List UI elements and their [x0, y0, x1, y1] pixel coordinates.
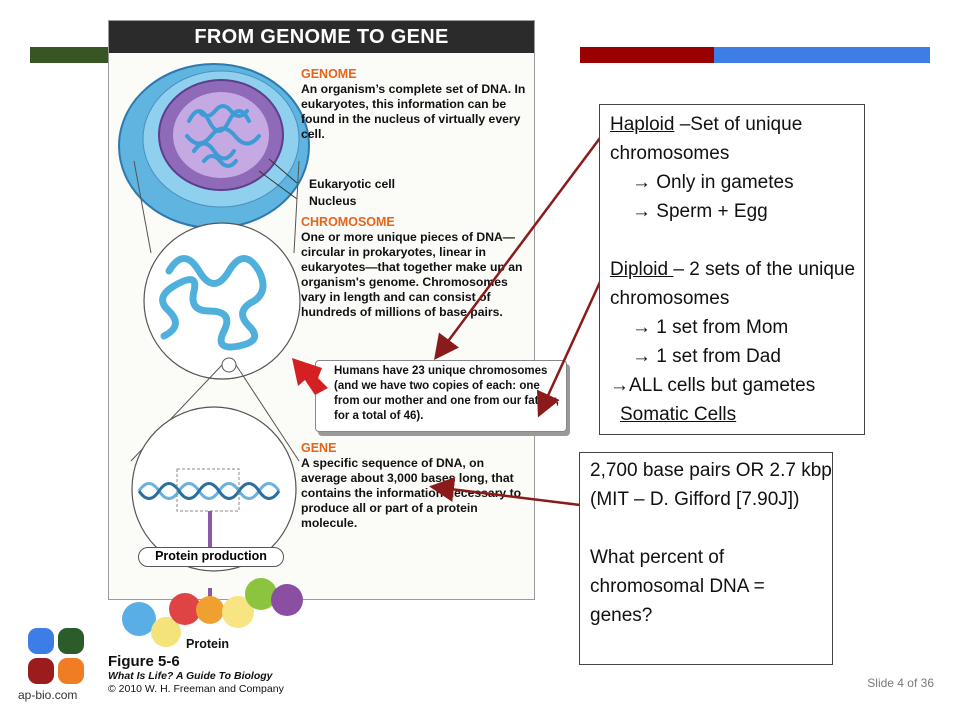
protein-label: Protein — [186, 637, 230, 651]
chromosome-text: One or more unique pieces of DNA—circula… — [301, 230, 523, 319]
chromosome-description: CHROMOSOME One or more unique pieces of … — [301, 215, 533, 320]
protein-ball-icon — [122, 602, 156, 636]
diploid-bullet-2: → 1 set from Dad — [632, 346, 781, 367]
arrow-icon: → — [632, 317, 657, 338]
caption-book: What Is Life? A Guide To Biology — [108, 670, 273, 682]
base-pairs-box: 2,700 base pairs OR 2.7 kbp (MIT – D. Gi… — [579, 452, 833, 665]
somatic-cells: Somatic Cells — [620, 404, 737, 425]
haploid-bullet-2: → Sperm + Egg — [632, 201, 768, 222]
base-pairs-text: 2,700 base pairs OR 2.7 kbp (MIT – D. Gi… — [590, 460, 832, 510]
accent-bar-blue — [714, 47, 930, 63]
ap-bio-logo-icon — [28, 628, 84, 684]
arrow-icon: → — [632, 172, 657, 193]
chromosome-heading: CHROMOSOME — [301, 215, 395, 229]
genome-text: An organism’s complete set of DNA. In eu… — [301, 82, 526, 141]
gene-illustration — [131, 406, 297, 572]
nucleus-label: Nucleus — [309, 194, 357, 208]
diploid-bullet-3: →ALL cells but gametes — [610, 375, 816, 396]
genome-heading: GENOME — [301, 67, 357, 81]
gene-description: GENE A specific sequence of DNA, on aver… — [301, 441, 533, 531]
haploid-definition: Haploid –Set of unique chromosomes — [610, 114, 803, 164]
haploid-diploid-box: Haploid –Set of unique chromosomes → Onl… — [599, 104, 865, 435]
diploid-term: Diploid — [610, 259, 674, 280]
protein-production-label: Protein production — [138, 547, 284, 567]
percent-question: What percent of chromosomal DNA = genes? — [590, 547, 765, 626]
haploid-term: Haploid — [610, 114, 675, 135]
arrow-icon: → — [632, 346, 657, 367]
genome-description: GENOME An organism’s complete set of DNA… — [301, 67, 531, 142]
humans-chromosome-callout: Humans have 23 unique chromosomes (and w… — [315, 360, 567, 432]
diploid-bullet-1: → 1 set from Mom — [632, 317, 789, 338]
figure-illustration — [118, 63, 310, 599]
eukaryotic-cell-label: Eukaryotic cell — [309, 177, 396, 191]
caption-copyright: © 2010 W. H. Freeman and Company — [108, 683, 284, 695]
diploid-definition: Diploid – 2 sets of the unique chromosom… — [610, 259, 856, 309]
logo-text: ap-bio.com — [18, 688, 78, 702]
chromosome-illustration — [143, 222, 301, 380]
genome-figure: FROM GENOME TO GENE GENOME An organism’s… — [108, 20, 535, 600]
slide-number: Slide 4 of 36 — [867, 676, 934, 690]
caption-title: Figure 5-6 — [108, 653, 180, 670]
accent-bar-green — [30, 47, 108, 63]
figure-title: FROM GENOME TO GENE — [109, 21, 534, 53]
gene-text: A specific sequence of DNA, on average a… — [301, 456, 522, 530]
figure-caption: Figure 5-6 What Is Life? A Guide To Biol… — [108, 653, 284, 696]
gene-heading: GENE — [301, 441, 337, 455]
haploid-bullet-1: → Only in gametes — [632, 172, 794, 193]
arrow-icon: → — [632, 201, 657, 222]
arrow-icon: → — [610, 375, 629, 396]
callout-text: Humans have 23 unique chromosomes (and w… — [334, 365, 559, 422]
accent-bar-red — [580, 47, 714, 63]
